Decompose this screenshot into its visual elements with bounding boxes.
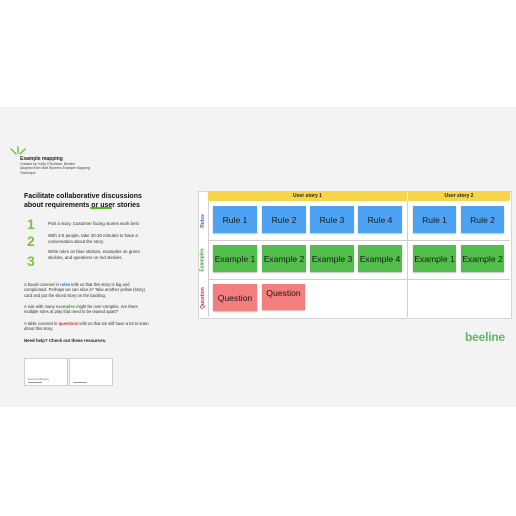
doc-small-title: Example mapping bbox=[20, 156, 63, 162]
sticky-rule[interactable]: Rule 3 bbox=[310, 206, 354, 233]
tip-examples: A rule with many examples might be over-… bbox=[24, 304, 138, 315]
step-number-1: 1 bbox=[27, 216, 35, 232]
doc-credits: Created by: Kelly O'Sullivan, Beeline Ad… bbox=[20, 162, 90, 175]
column-header-story-2[interactable]: User story 2 bbox=[408, 191, 510, 201]
tip-rules: A board covered in rules tells us that t… bbox=[24, 282, 145, 298]
tip-questions: A table covered in questions tells us th… bbox=[24, 321, 149, 332]
row-label-examples: Examples bbox=[200, 247, 207, 272]
step-text-1: Pick a story. Customer facing stories wo… bbox=[48, 221, 139, 226]
sticky-example[interactable]: Example 1 bbox=[413, 245, 456, 272]
step-number-2: 2 bbox=[27, 233, 35, 249]
sparkle-icon bbox=[10, 146, 26, 155]
step-number-3: 3 bbox=[27, 253, 35, 269]
sticky-rule[interactable]: Rule 2 bbox=[262, 206, 306, 233]
resource-thumbnail-1[interactable]: Example Mapping bbox=[24, 358, 68, 386]
sticky-example[interactable]: Example 4 bbox=[358, 245, 402, 272]
sticky-rule[interactable]: Rule 1 bbox=[213, 206, 257, 233]
sticky-rule[interactable]: Rule 2 bbox=[461, 206, 504, 233]
step-text-2: With 3-5 people, take 20-30 minutes to h… bbox=[48, 233, 138, 244]
sticky-example[interactable]: Example 2 bbox=[262, 245, 306, 272]
sticky-example[interactable]: Example 3 bbox=[310, 245, 354, 272]
sticky-question[interactable]: Question bbox=[262, 284, 305, 310]
column-header-story-1[interactable]: User story 1 bbox=[208, 191, 407, 201]
sticky-question[interactable]: Question bbox=[213, 284, 257, 311]
sticky-rule[interactable]: Rule 1 bbox=[413, 206, 456, 233]
page-title: Facilitate collaborative discussions abo… bbox=[24, 193, 142, 209]
row-label-rules: Rules bbox=[200, 213, 206, 228]
sticky-example[interactable]: Example 2 bbox=[461, 245, 504, 272]
row-divider bbox=[208, 240, 510, 241]
title-underline bbox=[90, 207, 112, 209]
beeline-logo: beeline bbox=[465, 330, 505, 344]
sticky-rule[interactable]: Rule 4 bbox=[358, 206, 402, 233]
column-divider bbox=[208, 201, 209, 317]
column-divider bbox=[407, 201, 408, 317]
sticky-example[interactable]: Example 1 bbox=[213, 245, 257, 272]
resource-thumbnail-2[interactable] bbox=[69, 358, 113, 386]
help-link[interactable]: Need help? Check out these resources. bbox=[24, 338, 107, 343]
row-divider bbox=[208, 279, 510, 280]
step-text-3: Write rules on blue stickies, examples o… bbox=[48, 249, 140, 260]
row-label-question: Question bbox=[200, 287, 207, 309]
